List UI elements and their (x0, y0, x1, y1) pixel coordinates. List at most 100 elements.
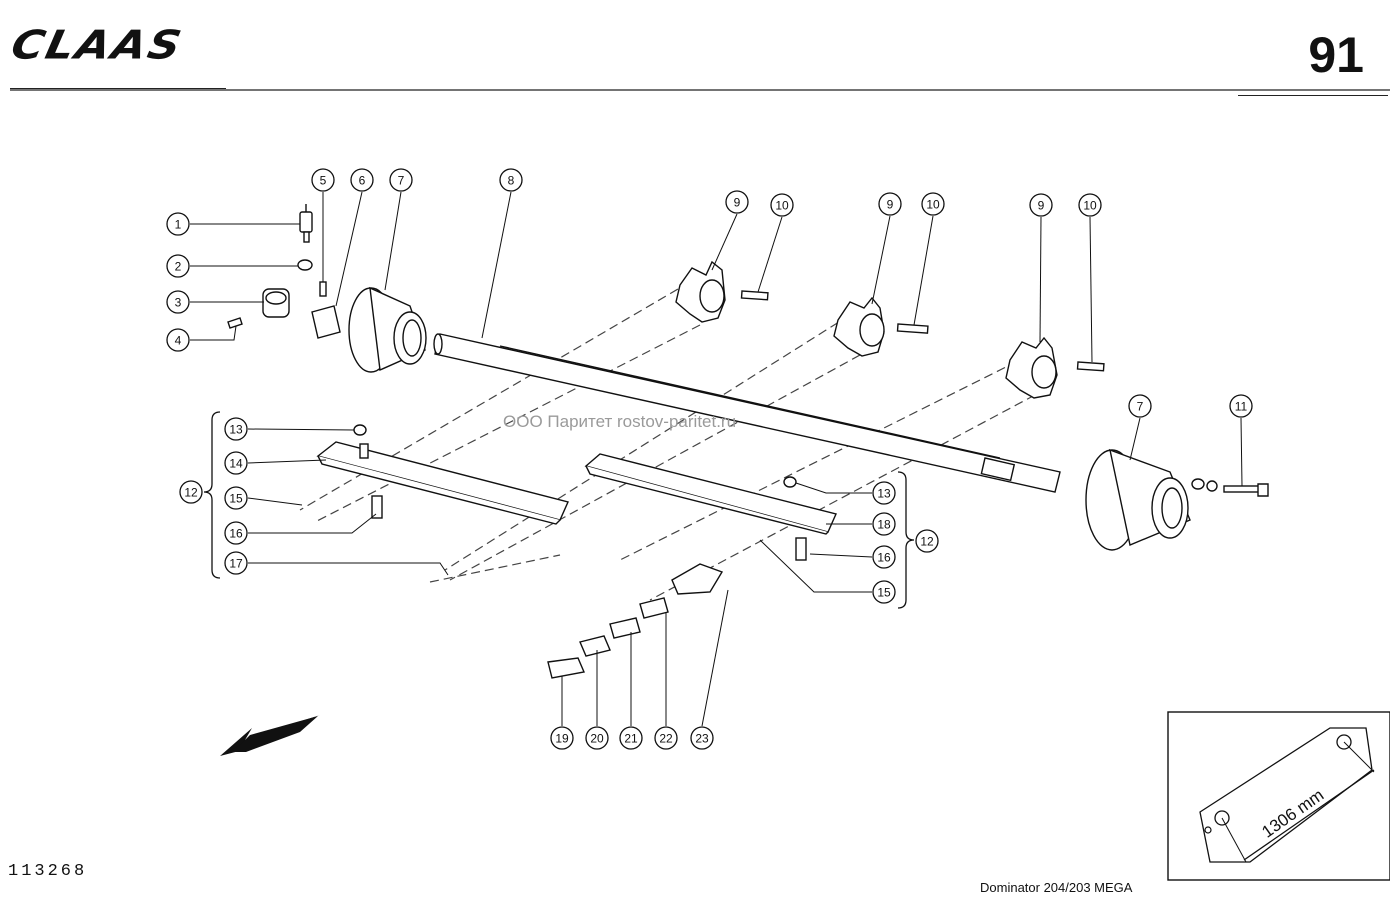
callout-c9a: 9 (725, 190, 749, 214)
callout-c11: 11 (1229, 394, 1253, 418)
callout-circle (224, 486, 248, 510)
callout-number: 9 (1038, 199, 1045, 213)
leader-line-c13a (247, 428, 355, 431)
callout-circle (224, 551, 248, 575)
callout-circle (1078, 193, 1102, 217)
callout-circle (1128, 394, 1152, 418)
callout-number: 23 (695, 732, 709, 746)
callout-number: 13 (877, 487, 891, 501)
sprockets (675, 260, 1105, 399)
callout-c10a: 10 (770, 193, 794, 217)
callout-circle (872, 580, 896, 604)
callout-c13b: 13 (872, 481, 896, 505)
chain-dashed-lines (299, 281, 1036, 601)
callout-number: 15 (877, 586, 891, 600)
callout-number: 16 (877, 551, 891, 565)
leader-line-c4 (190, 325, 237, 341)
bracket-right (897, 471, 915, 609)
callout-circle (166, 254, 190, 278)
callout-c3: 3 (166, 290, 190, 314)
page-number: 91 (1308, 27, 1364, 83)
callout-circle (619, 726, 643, 750)
callout-circle (350, 168, 374, 192)
logo-underline (10, 88, 226, 89)
callout-number: 7 (1137, 400, 1144, 414)
callout-number: 19 (555, 732, 569, 746)
callout-c12b: 12 (915, 529, 939, 553)
page-number-underline (1238, 95, 1388, 96)
callout-circle (878, 192, 902, 216)
callout-number: 10 (1083, 199, 1097, 213)
left-bearing-group (227, 204, 427, 373)
callout-c8: 8 (499, 168, 523, 192)
leader-line-c8 (481, 191, 512, 339)
leader-lines (190, 191, 1243, 727)
drawing-number: 113268 (8, 862, 88, 881)
leader-line-c14 (247, 459, 327, 464)
leader-line-c16a (248, 513, 377, 534)
leader-line-c16b (809, 553, 873, 558)
callout-circle (224, 417, 248, 441)
callout-number: 3 (175, 296, 182, 310)
callout-number: 12 (184, 486, 198, 500)
callout-c1: 1 (166, 212, 190, 236)
leader-line-c10a (757, 216, 783, 293)
callout-c10c: 10 (1078, 193, 1102, 217)
callout-number: 8 (508, 174, 515, 188)
callout-circle (770, 193, 794, 217)
callout-number: 18 (877, 518, 891, 532)
callout-circle (224, 521, 248, 545)
callout-c4: 4 (166, 328, 190, 352)
callout-c5: 5 (311, 168, 335, 192)
callout-number: 22 (659, 732, 673, 746)
callout-c15b: 15 (872, 580, 896, 604)
callout-c18: 18 (872, 512, 896, 536)
callout-circle (654, 726, 678, 750)
watermark: ООО Паритет rostov-paritet.ru (503, 412, 737, 431)
callout-circle (915, 529, 939, 553)
callout-circle (725, 190, 749, 214)
callout-number: 5 (320, 174, 327, 188)
leader-line-c15b (759, 539, 872, 593)
callout-number: 15 (229, 492, 243, 506)
leader-line-c23 (701, 589, 729, 727)
leader-line-c17 (248, 562, 449, 576)
callout-circle (179, 480, 203, 504)
callout-number: 10 (775, 199, 789, 213)
callout-circle (872, 512, 896, 536)
callout-number: 16 (229, 527, 243, 541)
callout-circle (166, 290, 190, 314)
callout-c7b: 7 (1128, 394, 1152, 418)
callout-circle (690, 726, 714, 750)
detail-inset (1167, 711, 1390, 881)
callout-number: 21 (624, 732, 638, 746)
callout-number: 13 (229, 423, 243, 437)
main-shaft (433, 333, 1061, 493)
callout-c16a: 16 (224, 521, 248, 545)
callout-number: 20 (590, 732, 604, 746)
callout-c20: 20 (585, 726, 609, 750)
callout-number: 7 (398, 174, 405, 188)
callout-c14: 14 (224, 451, 248, 475)
callout-c10b: 10 (921, 192, 945, 216)
callout-number: 12 (920, 535, 934, 549)
callout-circle (1229, 394, 1253, 418)
callout-circle (872, 481, 896, 505)
callout-c12a: 12 (179, 480, 203, 504)
callout-number: 4 (175, 334, 182, 348)
callout-number: 10 (926, 198, 940, 212)
callout-c17: 17 (224, 551, 248, 575)
right-bearing-group (1085, 448, 1269, 551)
callout-circle (921, 192, 945, 216)
callout-number: 17 (229, 557, 243, 571)
leader-line-c9a (711, 213, 738, 271)
callout-c13a: 13 (224, 417, 248, 441)
callout-number: 9 (734, 196, 741, 210)
callout-circle (1029, 193, 1053, 217)
leader-line-c11 (1240, 417, 1243, 487)
callout-circle (550, 726, 574, 750)
leader-line-c10c (1089, 216, 1093, 363)
callout-circle (389, 168, 413, 192)
